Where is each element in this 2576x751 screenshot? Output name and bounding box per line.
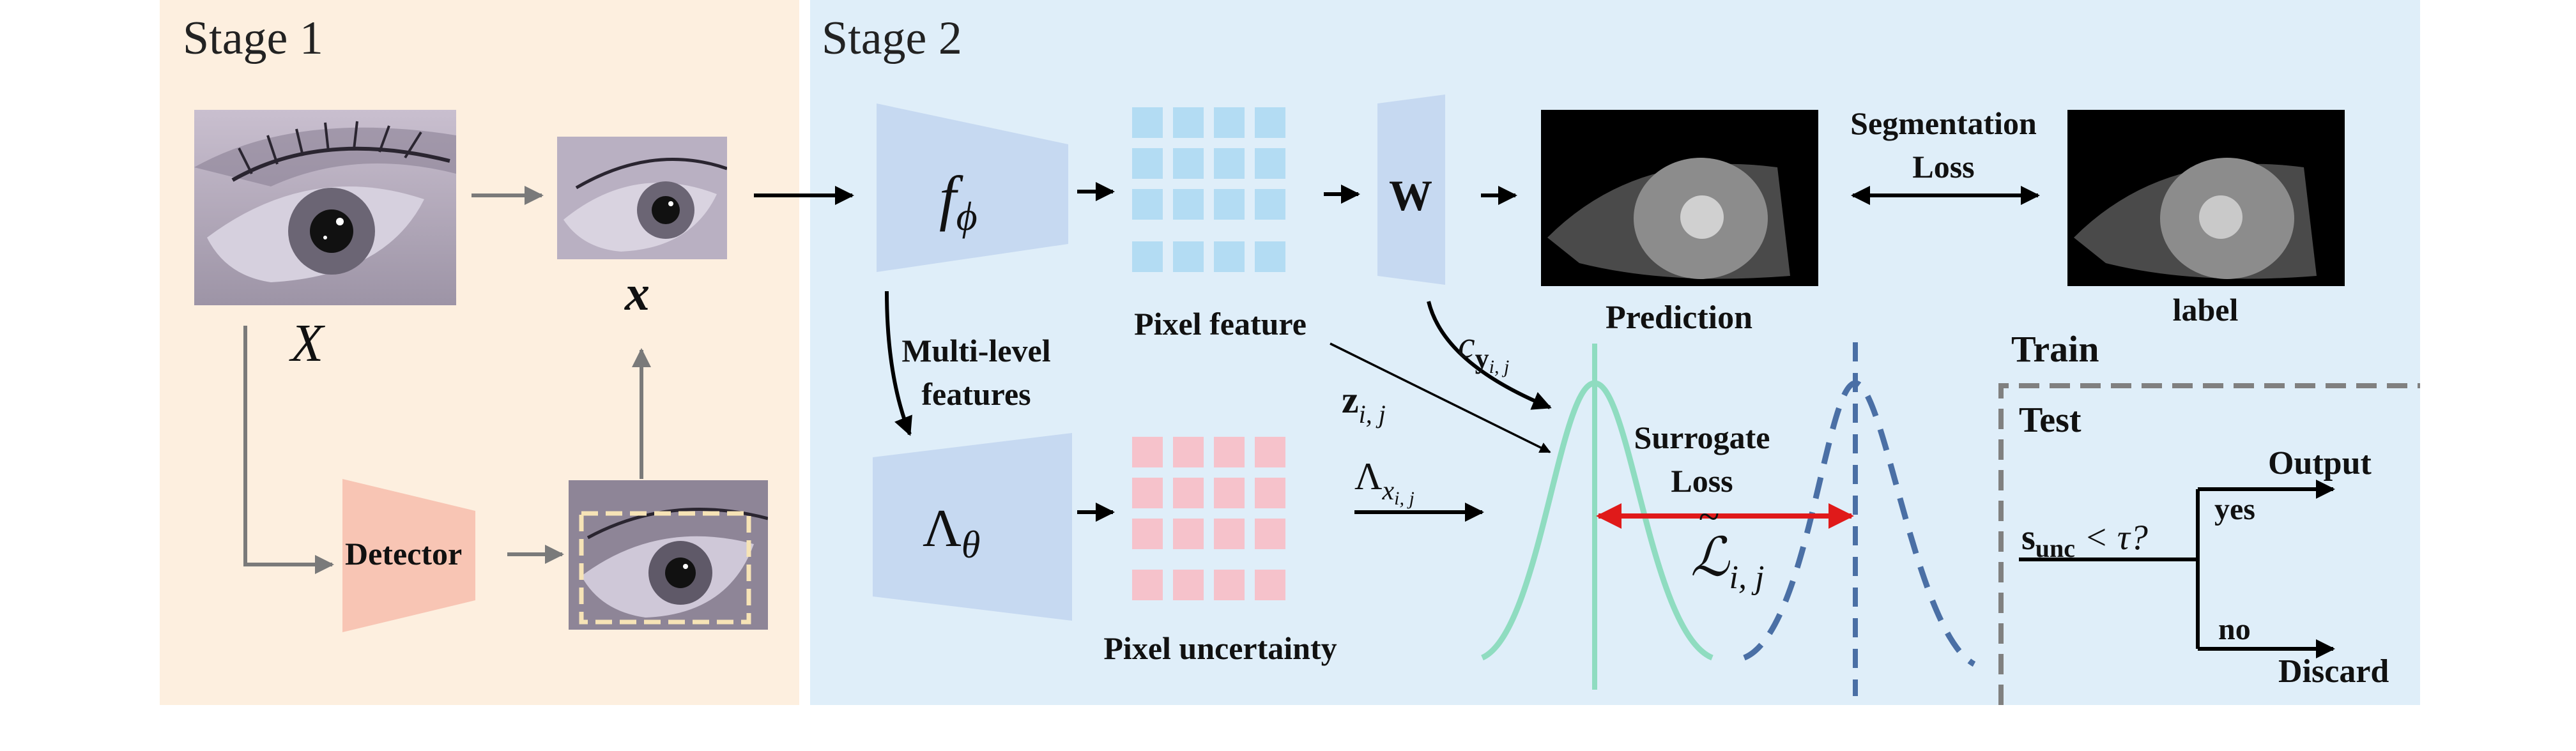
arrow-c	[1427, 301, 1552, 410]
detector-block	[342, 479, 475, 632]
segmentation-label-2: Loss	[1912, 149, 1975, 185]
label-X: X	[291, 314, 324, 373]
c-y-label: cyi, j	[1458, 324, 1510, 377]
test-dashed-frame	[1998, 383, 2420, 705]
arrow-z	[1330, 342, 1551, 453]
stage-1-label: Stage 1	[183, 12, 323, 64]
label-x: x	[625, 265, 650, 321]
multilevel-label-2: features	[921, 376, 1031, 412]
segmentation-label-1: Segmentation	[1850, 105, 2037, 141]
prediction-image	[1541, 110, 1818, 286]
arrow-multilevel	[885, 291, 912, 436]
test-label: Test	[2019, 400, 2082, 440]
label-caption: label	[2172, 292, 2239, 328]
lambda-theta-label: Λθ	[923, 499, 981, 566]
l-tilde-label: ~ℒi, j	[1690, 496, 1765, 596]
gaussian-blue	[1743, 380, 1976, 667]
input-eye-image	[194, 110, 456, 305]
lambda-x-label: Λxi, j	[1354, 455, 1414, 509]
cropped-eye-image	[557, 137, 727, 259]
surrogate-label-2: Loss	[1671, 463, 1733, 499]
train-label: Train	[2011, 328, 2099, 370]
arrow-to-detector	[243, 326, 334, 574]
s-unc-condition: sunc < τ?	[2021, 518, 2148, 563]
classifier-w	[1377, 95, 1445, 285]
w-label: W	[1389, 171, 1432, 220]
multilevel-label-1: Multi-level	[901, 333, 1051, 368]
encoder-f-phi	[877, 103, 1068, 272]
yes-label: yes	[2214, 492, 2255, 526]
pixel-feature-grid	[1132, 107, 1285, 272]
output-label: Output	[2268, 445, 2372, 482]
stage-2-label: Stage 2	[822, 12, 962, 64]
no-label: no	[2218, 612, 2251, 646]
f-phi-label: fϕ	[939, 163, 977, 239]
uncertainty-net	[873, 433, 1072, 621]
discard-label: Discard	[2278, 653, 2389, 690]
prediction-label: Prediction	[1605, 300, 1753, 336]
detected-eye-image	[569, 480, 768, 630]
z-label: zi, j	[1342, 379, 1386, 429]
pixel-feature-label: Pixel feature	[1134, 306, 1307, 342]
pixel-uncertainty-grid	[1132, 437, 1285, 600]
detector-label: Detector	[345, 536, 463, 572]
surrogate-label-1: Surrogate	[1634, 420, 1770, 455]
label-image	[2067, 110, 2345, 286]
pixel-uncertainty-label: Pixel uncertainty	[1103, 630, 1337, 666]
